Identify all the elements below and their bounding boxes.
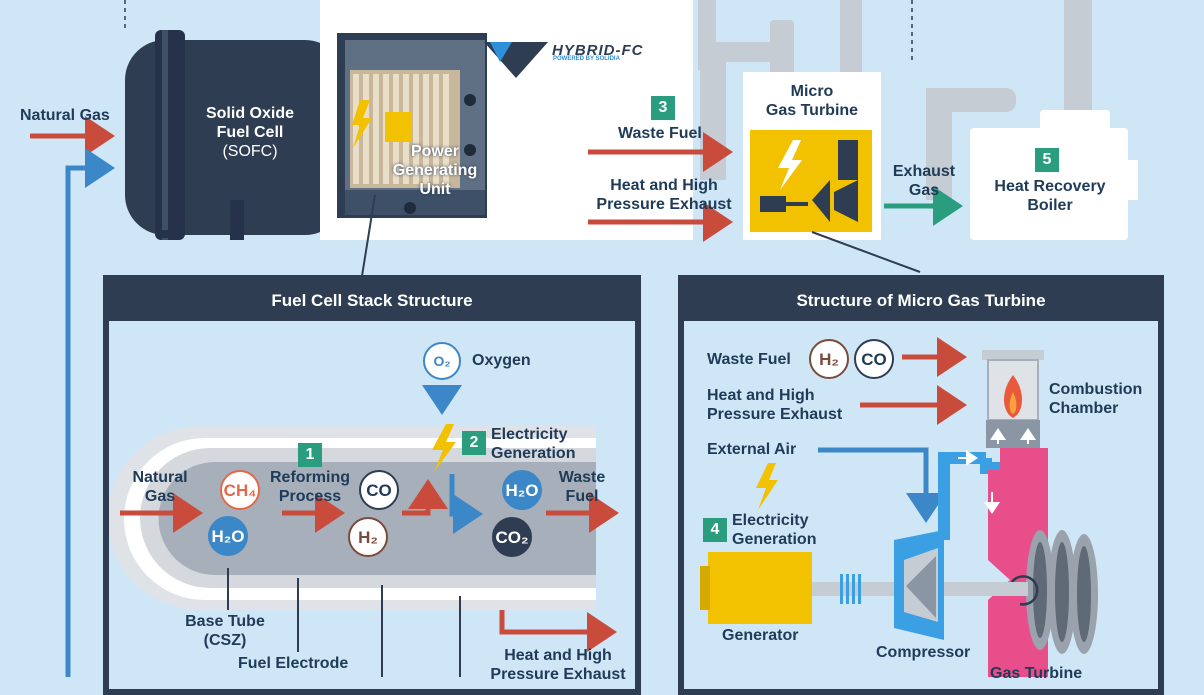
mgt-label-line: Micro xyxy=(790,83,834,100)
fuel-electrode-label: Fuel Electrode xyxy=(238,655,349,672)
electricity-icon xyxy=(756,463,778,510)
micro-gas-turbine-label: Micro Gas Turbine xyxy=(750,82,874,120)
boiler-label-line: Boiler xyxy=(1027,197,1073,214)
combustion-chamber-label: Combustion Chamber xyxy=(1049,380,1142,418)
base-tube-label-line: Base Tube xyxy=(185,613,265,630)
heat-exhaust-out-label-line: Heat and High xyxy=(504,647,612,664)
step-4-badge: 4 xyxy=(703,518,727,542)
hybrid-fc-logo-text: HYBRID-FC xyxy=(552,42,644,59)
recirculation-arrow xyxy=(65,148,115,677)
panel-title: Fuel Cell Stack Structure xyxy=(109,281,635,321)
leader-line xyxy=(811,231,921,273)
compressor-graphic xyxy=(894,530,944,640)
waste-fuel-label: Waste Fuel xyxy=(618,125,702,142)
step-2-badge: 2 xyxy=(462,431,486,455)
electricity-label-line: Generation xyxy=(732,531,817,548)
heat-exhaust-in-label: Heat and High Pressure Exhaust xyxy=(707,386,842,424)
tube-leader-lines xyxy=(227,568,461,677)
combustion-label-line: Chamber xyxy=(1049,400,1119,417)
co2-bubble: CO₂ xyxy=(492,517,532,557)
electricity-label-line: Electricity xyxy=(732,512,809,529)
generator-label: Generator xyxy=(722,627,799,644)
diagram-graphics xyxy=(30,0,1138,677)
reforming-label: Reforming Process xyxy=(262,468,358,506)
step-3-badge: 3 xyxy=(651,96,675,120)
power-unit-cutaway xyxy=(337,33,487,218)
power-unit-label: Power Generating Unit xyxy=(385,142,485,199)
sofc-label-line: (SOFC) xyxy=(222,143,278,160)
boiler-label-line: Heat Recovery xyxy=(994,178,1106,195)
sofc-vessel xyxy=(125,30,345,240)
external-air-label: External Air xyxy=(707,441,797,458)
compressor-label: Compressor xyxy=(876,644,971,661)
combustion-label-line: Combustion xyxy=(1049,381,1143,398)
heat-exhaust-label-line: Pressure Exhaust xyxy=(596,196,732,213)
reforming-label-line: Process xyxy=(278,488,342,505)
exhaust-gas-label-line: Exhaust xyxy=(892,163,956,180)
oxygen-label: Oxygen xyxy=(472,352,531,369)
h2o-out-bubble: H₂O xyxy=(502,470,542,510)
natural-gas-in-label: Natural Gas xyxy=(118,468,202,506)
sofc-label-line: Fuel Cell xyxy=(216,124,284,141)
step-5-badge: 5 xyxy=(1035,148,1059,172)
ion-arrow xyxy=(449,474,483,534)
combustion-chamber-graphic xyxy=(982,350,1044,448)
electricity-generation-label: Electricity Generation xyxy=(491,425,575,463)
reforming-label-line: Reforming xyxy=(270,469,350,486)
heat-exhaust-out-label: Heat and High Pressure Exhaust xyxy=(478,646,638,684)
mgt-label-line: Gas Turbine xyxy=(765,102,859,119)
co-bubble: CO xyxy=(854,339,894,379)
heat-exhaust-label-line: Heat and High xyxy=(610,177,718,194)
boiler-box xyxy=(970,128,1128,240)
heat-exhaust-label: Heat and High Pressure Exhaust xyxy=(588,176,740,214)
heat-exhaust-in-label-line: Heat and High xyxy=(707,387,815,404)
waste-fuel-out-label-line: Fuel xyxy=(565,488,599,505)
leader-line xyxy=(361,194,376,277)
h2-bubble: H₂ xyxy=(348,517,388,557)
h2o-in-bubble: H₂O xyxy=(208,516,248,556)
generator-body xyxy=(708,552,812,624)
heat-exhaust-out-label-line: Pressure Exhaust xyxy=(490,666,626,683)
heat-exhaust-in-label-line: Pressure Exhaust xyxy=(707,406,843,423)
oxygen-bubble: O₂ xyxy=(423,342,461,380)
hybrid-fc-logo-sub: POWERED BY SOLIDIA xyxy=(553,56,620,62)
h2-bubble: H₂ xyxy=(809,339,849,379)
base-tube-label: Base Tube (CSZ) xyxy=(175,612,275,650)
natural-gas-in-label-line: Gas xyxy=(144,488,176,505)
external-air-arrow xyxy=(818,447,946,523)
sofc-label: Solid Oxide Fuel Cell (SOFC) xyxy=(185,104,315,161)
ch4-bubble: CH₄ xyxy=(220,470,260,510)
background-pipes xyxy=(698,0,1092,200)
exhaust-out-arrow xyxy=(499,610,617,652)
natural-gas-label: Natural Gas xyxy=(20,107,110,124)
panel-title: Structure of Micro Gas Turbine xyxy=(684,281,1158,321)
electricity-label-line: Generation xyxy=(491,445,576,462)
step-1-badge: 1 xyxy=(298,443,322,467)
electricity-generation-label: Electricity Generation xyxy=(732,511,816,549)
reformed-gas-arrow xyxy=(402,479,448,516)
power-unit-label-line: Unit xyxy=(419,181,451,198)
waste-fuel-out-label-line: Waste xyxy=(558,469,606,486)
gas-turbine-label: Gas Turbine xyxy=(990,665,1083,682)
sofc-label-line: Solid Oxide xyxy=(205,105,294,122)
natural-gas-in-label-line: Natural xyxy=(132,469,188,486)
heat-recovery-boiler-label: Heat Recovery Boiler xyxy=(975,177,1125,215)
waste-fuel-in-label: Waste Fuel xyxy=(707,351,791,368)
electricity-icon xyxy=(432,424,456,472)
power-unit-label-line: Generating xyxy=(392,162,478,179)
exhaust-gas-label: Exhaust Gas xyxy=(884,162,964,200)
electricity-label-line: Electricity xyxy=(491,426,568,443)
fuel-cell-stack-panel: Fuel Cell Stack Structure xyxy=(103,275,641,695)
power-unit-label-line: Power xyxy=(410,143,459,160)
co-bubble: CO xyxy=(359,470,399,510)
base-tube-label-line: (CSZ) xyxy=(203,632,247,649)
waste-fuel-out-label: Waste Fuel xyxy=(550,468,614,506)
exhaust-gas-label-line: Gas xyxy=(908,182,940,199)
